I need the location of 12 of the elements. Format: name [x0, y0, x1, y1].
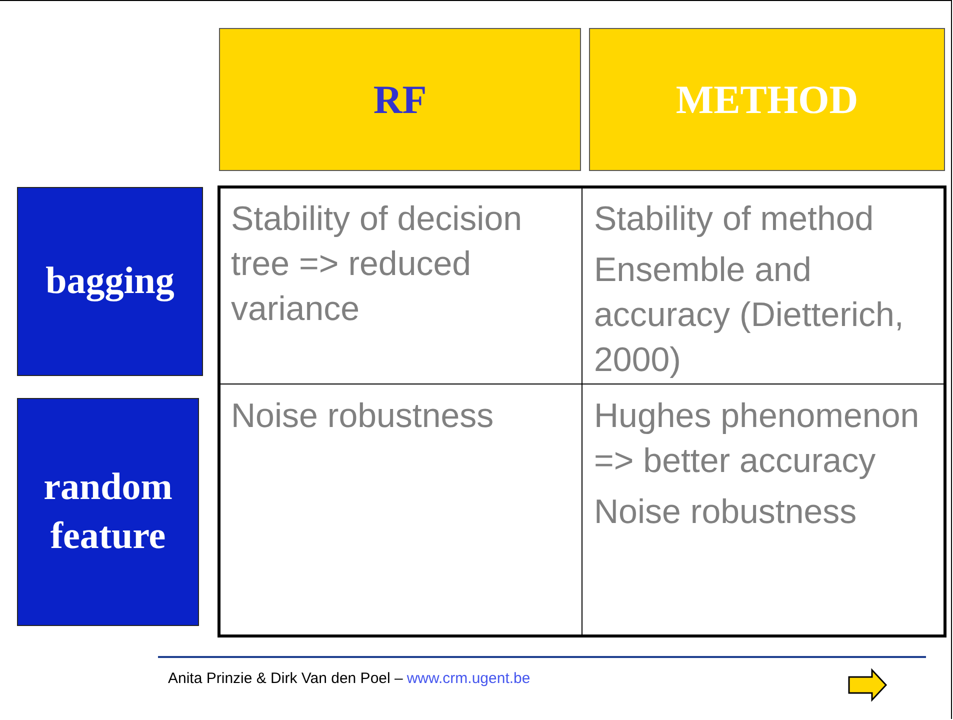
column-header: RF [219, 28, 581, 171]
cell-text: Hughes phenomenon => better accuracy [594, 396, 920, 482]
cell-text: Stability of decision tree => reduced variance [231, 199, 524, 330]
author-credit: Anita Prinzie & Dirk Van den Poel – [168, 670, 403, 687]
row-header: random feature [17, 398, 199, 626]
column-header: METHOD [589, 28, 945, 171]
cell-text: Noise robustness [594, 492, 858, 533]
cell-text: Stability of method [594, 199, 875, 240]
web-link: www.crm.ugent.be [406, 670, 530, 687]
cell-text: Ensemble and accuracy (Dietterich, 2000) [594, 250, 905, 381]
cell-text: Noise robustness [231, 396, 495, 437]
row-header: bagging [17, 187, 203, 376]
